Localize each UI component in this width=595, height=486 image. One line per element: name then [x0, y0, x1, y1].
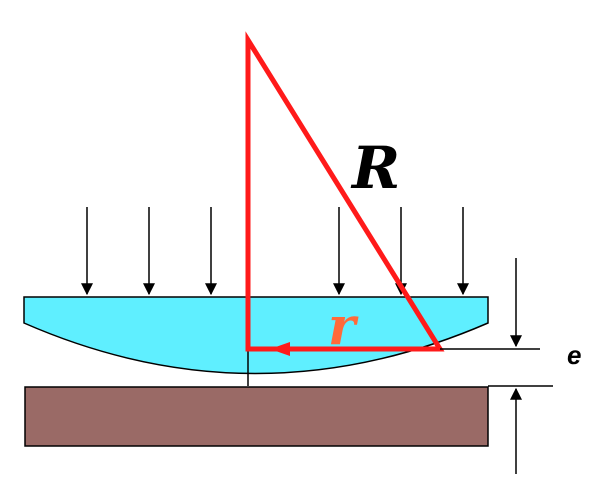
thickness-dimension: [440, 258, 553, 474]
r-direction-arrow: [270, 342, 290, 356]
label-air-gap-thickness: e: [567, 340, 581, 370]
plano-convex-lens: [23, 296, 489, 375]
incident-light-arrows: [81, 207, 469, 296]
label-ring-radius: r: [328, 296, 359, 357]
label-radius-of-curvature: R: [350, 134, 400, 202]
glass-plate: [24, 386, 489, 447]
curvature-triangle: [245, 31, 445, 352]
